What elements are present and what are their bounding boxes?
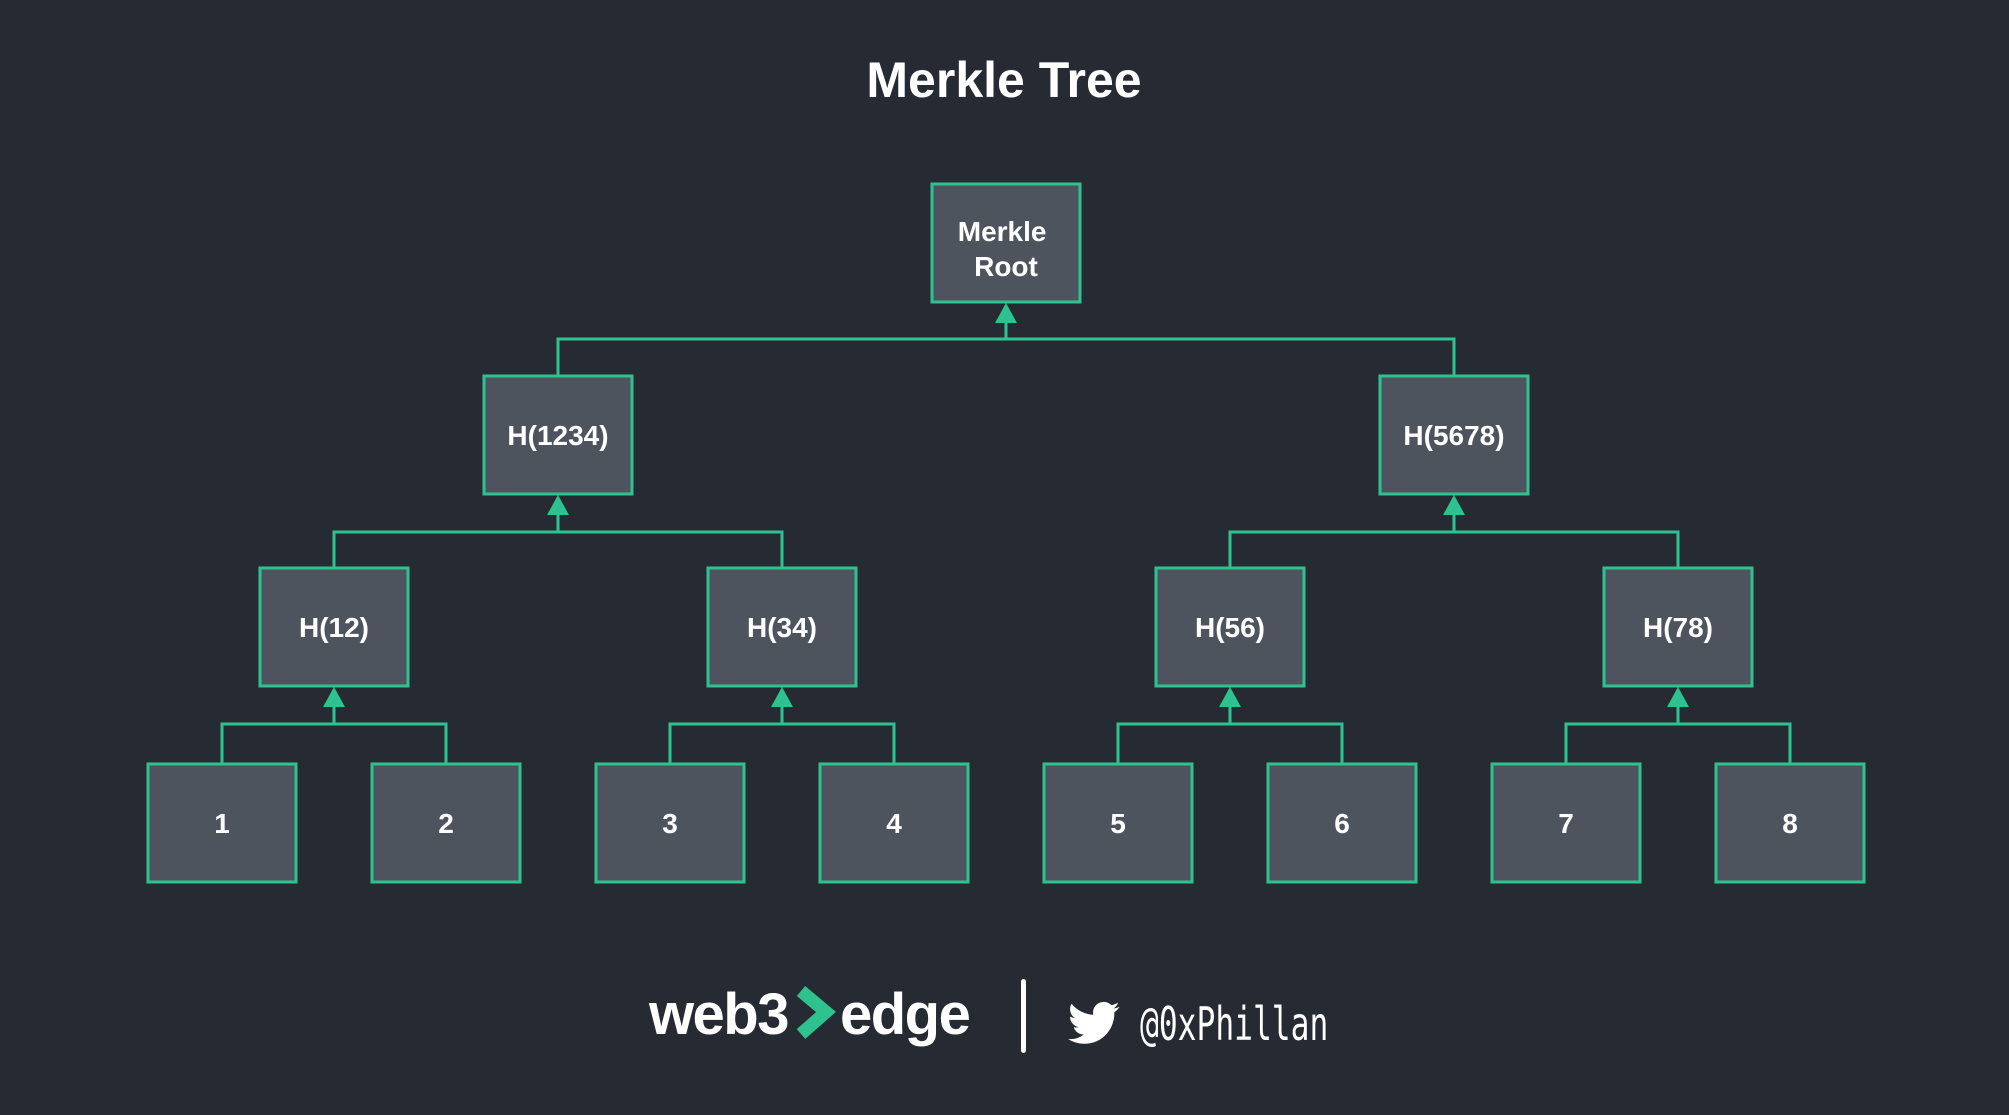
connector-h12 bbox=[220, 687, 448, 764]
connector-h34 bbox=[668, 687, 896, 764]
leaf-node-3: 3 bbox=[594, 762, 746, 884]
footer-divider bbox=[1021, 979, 1026, 1053]
node-label: 8 bbox=[1782, 808, 1798, 839]
node-label: 1 bbox=[214, 808, 230, 839]
node-h78: H(78) bbox=[1602, 566, 1754, 688]
connector-bus-h78 bbox=[1564, 722, 1792, 764]
node-box bbox=[1154, 566, 1306, 688]
connector-bus-h1234 bbox=[332, 530, 784, 568]
arrow-up-icon bbox=[1667, 687, 1689, 707]
merkle-root-node: Merkle Root bbox=[930, 182, 1082, 304]
node-h56: H(56) bbox=[1154, 566, 1306, 688]
node-label: H(5678) bbox=[1403, 420, 1504, 451]
brand-logo-part1: web3 bbox=[648, 982, 788, 1047]
connector-bus-h12 bbox=[220, 722, 448, 764]
node-label: 6 bbox=[1334, 808, 1350, 839]
node-label: 7 bbox=[1558, 808, 1574, 839]
arrow-up-icon bbox=[995, 303, 1017, 323]
leaf-node-4: 4 bbox=[818, 762, 970, 884]
leaf-node-7: 7 bbox=[1490, 762, 1642, 884]
twitter-handle: @0xPhillan bbox=[1140, 998, 1328, 1052]
node-h12: H(12) bbox=[258, 566, 410, 688]
arrow-up-icon bbox=[547, 495, 569, 515]
arrow-up-icon bbox=[771, 687, 793, 707]
node-label: H(1234) bbox=[507, 420, 608, 451]
connector-h56 bbox=[1116, 687, 1344, 764]
node-box bbox=[258, 566, 410, 688]
node-box bbox=[1266, 762, 1418, 884]
connector-h78 bbox=[1564, 687, 1792, 764]
chevron-right-icon bbox=[796, 986, 836, 1039]
connector-root bbox=[556, 303, 1456, 376]
node-label: H(78) bbox=[1643, 612, 1713, 643]
leaf-node-6: 6 bbox=[1266, 762, 1418, 884]
twitter-handle-group: @0xPhillan bbox=[1140, 998, 1328, 1052]
connector-bus-h5678 bbox=[1228, 530, 1680, 568]
node-box bbox=[1378, 374, 1530, 496]
connector-h1234 bbox=[332, 495, 784, 568]
node-box bbox=[146, 762, 298, 884]
node-box bbox=[1042, 762, 1194, 884]
node-box bbox=[818, 762, 970, 884]
node-box bbox=[370, 762, 522, 884]
arrow-up-icon bbox=[323, 687, 345, 707]
node-box bbox=[1490, 762, 1642, 884]
twitter-bird-icon bbox=[1068, 1001, 1120, 1044]
node-label: 3 bbox=[662, 808, 678, 839]
node-label: Merkle Root bbox=[958, 216, 1055, 282]
node-box bbox=[482, 374, 634, 496]
node-h5678: H(5678) bbox=[1378, 374, 1530, 496]
footer: web3 edge @0xPhillan bbox=[648, 979, 1328, 1053]
brand-logo-part2: edge bbox=[840, 982, 970, 1047]
arrow-up-icon bbox=[1443, 495, 1465, 515]
node-label: H(56) bbox=[1195, 612, 1265, 643]
node-label: 4 bbox=[886, 808, 902, 839]
arrow-up-icon bbox=[1219, 687, 1241, 707]
node-box bbox=[930, 182, 1082, 304]
node-label: 2 bbox=[438, 808, 454, 839]
connector-bus-root bbox=[556, 337, 1456, 376]
leaf-node-2: 2 bbox=[370, 762, 522, 884]
leaf-node-8: 8 bbox=[1714, 762, 1866, 884]
node-box bbox=[706, 566, 858, 688]
page-title: Merkle Tree bbox=[866, 52, 1141, 108]
connector-bus-h56 bbox=[1116, 722, 1344, 764]
node-label: H(34) bbox=[747, 612, 817, 643]
node-h1234: H(1234) bbox=[482, 374, 634, 496]
node-label: 5 bbox=[1110, 808, 1126, 839]
node-box bbox=[1602, 566, 1754, 688]
brand-logo: web3 edge bbox=[648, 982, 971, 1047]
leaf-node-1: 1 bbox=[146, 762, 298, 884]
connector-h5678 bbox=[1228, 495, 1680, 568]
node-box bbox=[1714, 762, 1866, 884]
node-box bbox=[594, 762, 746, 884]
node-label: H(12) bbox=[299, 612, 369, 643]
leaf-node-5: 5 bbox=[1042, 762, 1194, 884]
connector-bus-h34 bbox=[668, 722, 896, 764]
node-h34: H(34) bbox=[706, 566, 858, 688]
